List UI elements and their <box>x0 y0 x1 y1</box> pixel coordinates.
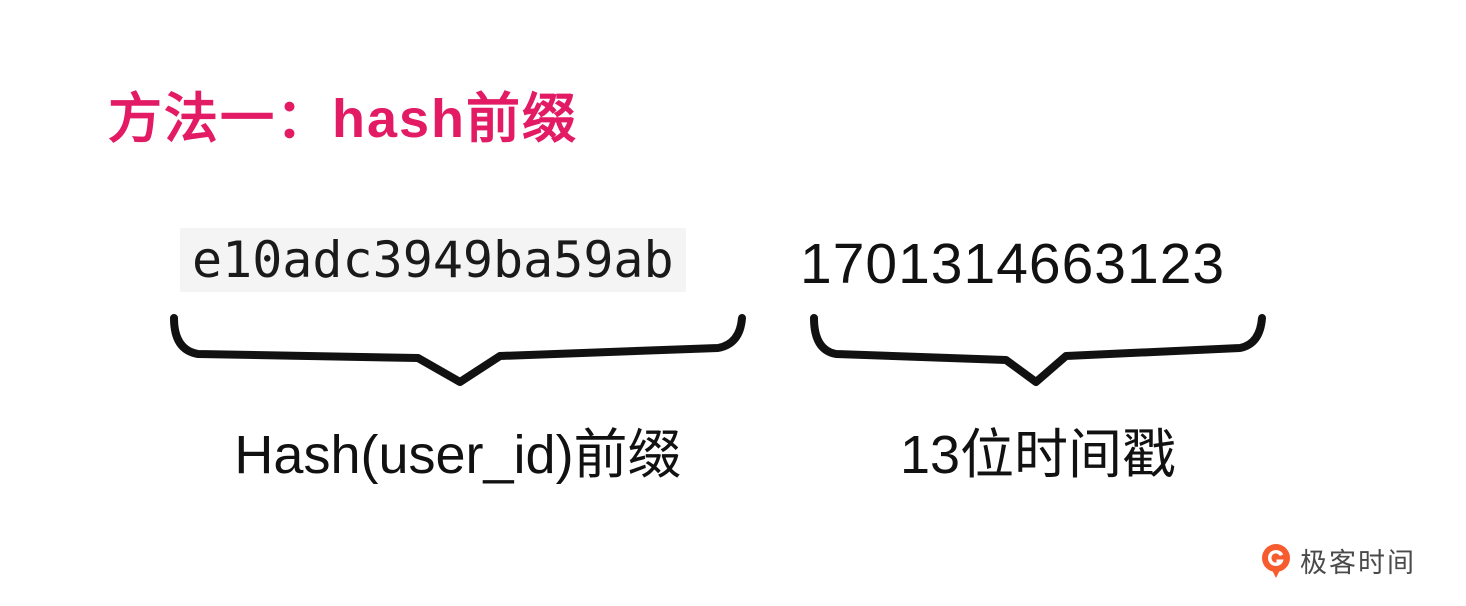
hash-prefix-label: Hash(user_id)前缀 <box>234 425 682 485</box>
brand-name: 极客时间 <box>1300 548 1416 578</box>
timestamp-value: 1701314663123 <box>800 232 1226 296</box>
hash-prefix-brace-icon <box>166 310 750 390</box>
timestamp-label: 13位时间戳 <box>899 425 1177 485</box>
hash-prefix-value: e10adc3949ba59ab <box>180 228 686 292</box>
diagram-title: 方法一：hash前缀 <box>108 89 579 149</box>
brand: 极客时间 <box>1260 541 1416 580</box>
timestamp-brace-icon <box>806 310 1270 390</box>
geektime-logo-icon <box>1260 543 1292 579</box>
